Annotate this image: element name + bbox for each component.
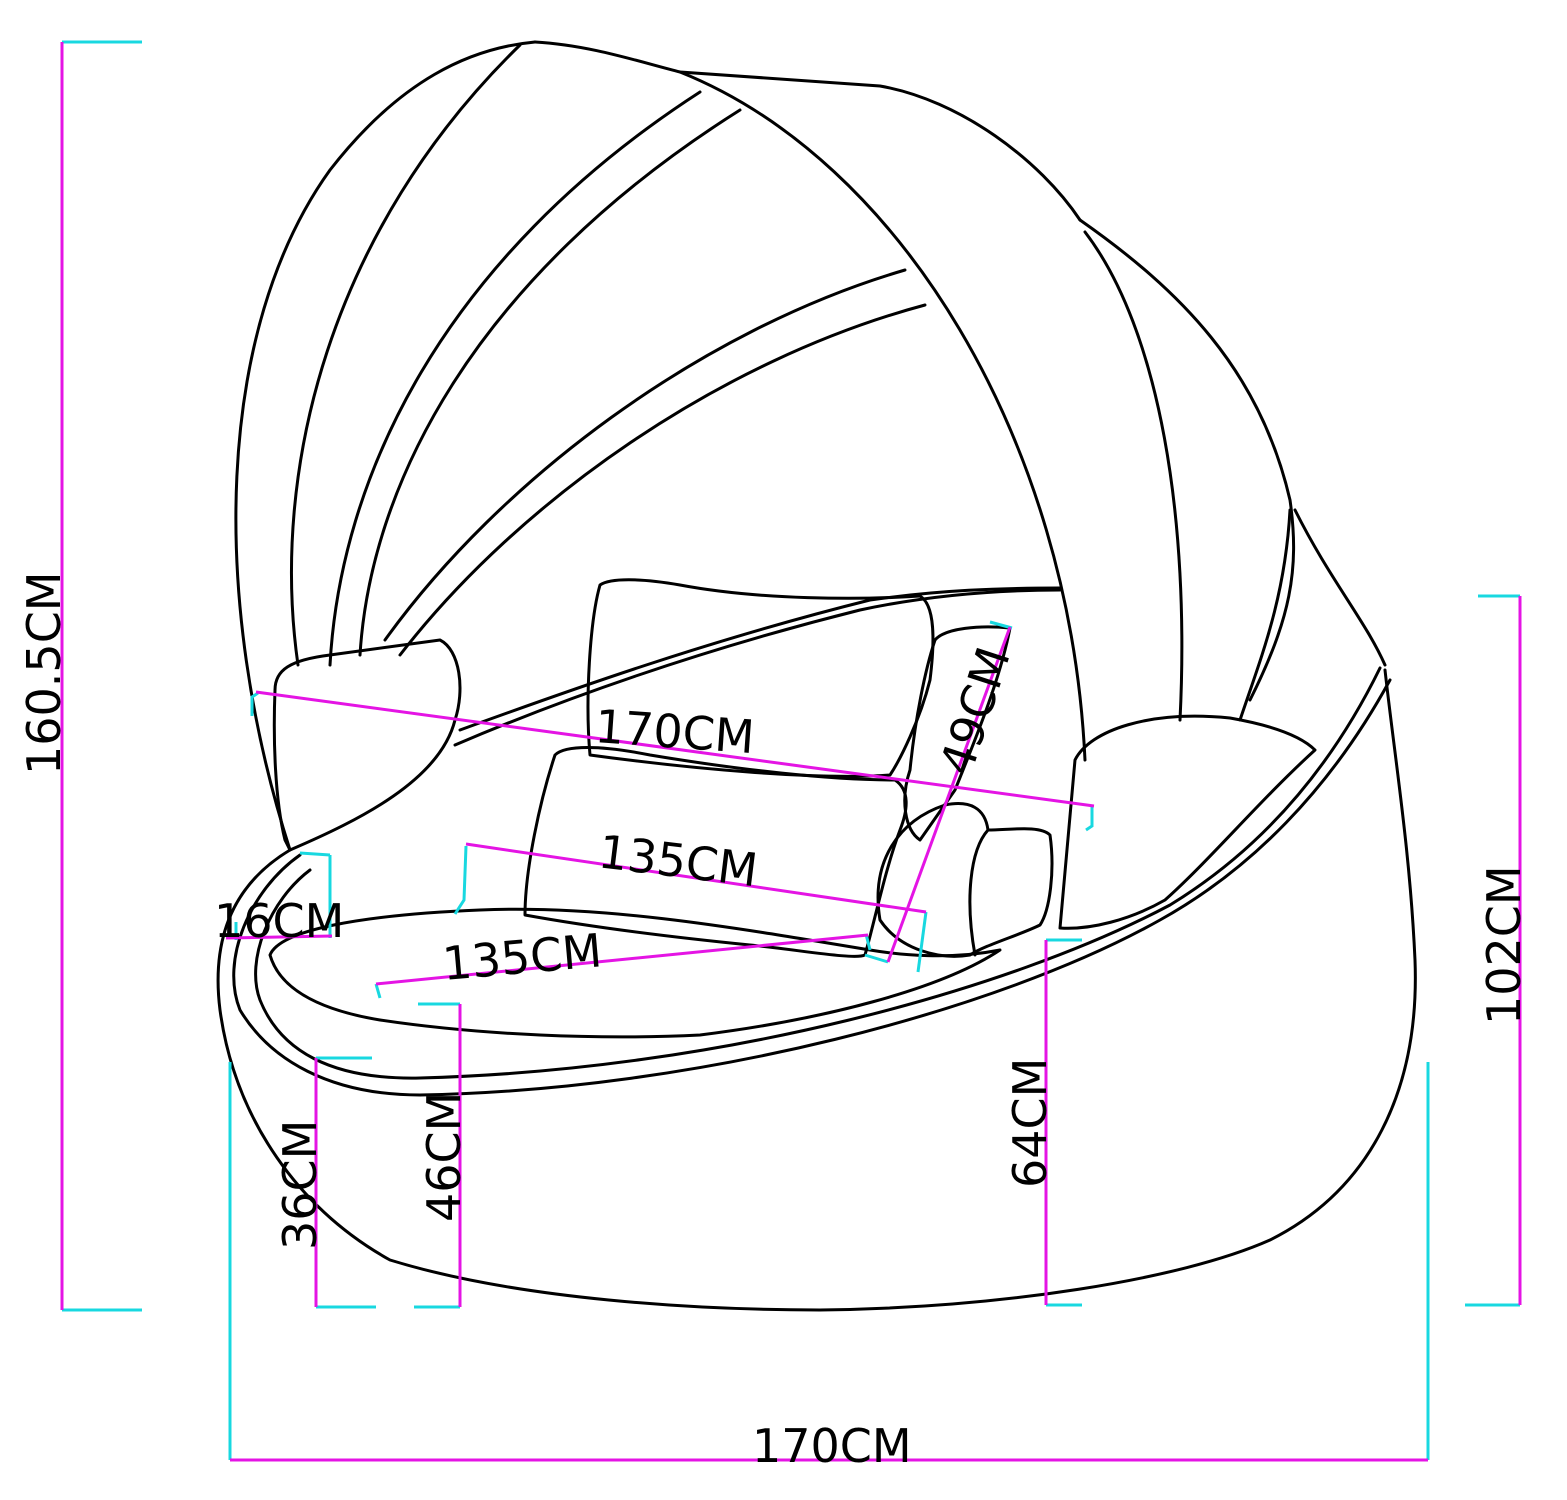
- canopy-top-edge: [533, 40, 1082, 222]
- total-height-label: 160.5CM: [17, 572, 71, 776]
- rim-thickness-label: 16CM: [214, 894, 344, 948]
- back-rail-inner: [458, 586, 1062, 732]
- basket-rim-outer: [232, 678, 1392, 1097]
- canopy-width-dim-line: [255, 690, 1095, 808]
- total-width-label: 170CM: [752, 1419, 912, 1473]
- back-cushion-ext-right: [916, 911, 928, 973]
- seat-mattress: [268, 907, 1002, 1039]
- side-depth-ext-top: [989, 620, 1013, 630]
- basket-rim-inner: [254, 666, 1382, 1080]
- dimension-rim-thickness: 16CM: [214, 851, 344, 948]
- rim-height-label: 64CM: [1003, 1058, 1057, 1188]
- dimension-total-width: 170CM: [228, 1062, 1430, 1473]
- canopy-panel-4: [383, 268, 907, 642]
- canopy-panel-3: [358, 108, 742, 657]
- rim-thickness-ext-right: [299, 851, 331, 857]
- seat-cushion-ext-right: [864, 933, 872, 951]
- dimension-seat-height-outer: 46CM: [414, 1002, 471, 1309]
- canopy-panel-1: [289, 43, 522, 667]
- seat-cushion-ext-left: [374, 983, 382, 999]
- canopy-side-shell: [1293, 508, 1387, 667]
- front-pillow: [523, 746, 908, 958]
- seat-cushion-dim-line: [375, 933, 869, 986]
- canopy-right-outer-shell: [1078, 218, 1296, 702]
- bolster-roll-end: [968, 828, 990, 957]
- dimension-rim-height: 64CM: [1003, 938, 1082, 1307]
- back-cushion-label: 135CM: [596, 824, 761, 897]
- right-bolster: [1058, 714, 1317, 930]
- canopy-outer-back-shell: [234, 40, 537, 852]
- back-rail: [453, 588, 1062, 747]
- dimension-body-height: 102CM: [1465, 594, 1531, 1307]
- canopy-width-tick-right: [1085, 805, 1094, 832]
- canopy-front-arch: [678, 70, 1087, 762]
- side-depth-ext-bottom: [864, 953, 889, 964]
- back-pillow: [586, 578, 935, 778]
- seat-cushion-label: 135CM: [440, 923, 604, 991]
- dimension-seat-cushion: 135CM: [374, 923, 872, 999]
- rim-thickness-dim-line: [225, 934, 333, 940]
- basket-body: [216, 668, 1417, 1312]
- dimension-canopy-width: 170CM: [250, 690, 1095, 832]
- canopy-inner-right-2: [1238, 508, 1292, 722]
- daybed-outline: [216, 40, 1417, 1312]
- seat-height-outer-label: 46CM: [417, 1092, 471, 1222]
- canopy-panel-5: [398, 303, 927, 657]
- left-hinge-block: [272, 638, 462, 852]
- canopy-panel-2: [328, 90, 702, 667]
- bolster-roll: [876, 802, 1054, 958]
- canopy-width-tick-left: [250, 691, 259, 716]
- back-cushion-ext-left: [453, 845, 468, 915]
- body-height-label: 102CM: [1477, 865, 1531, 1025]
- canopy-inner-right: [1083, 230, 1184, 722]
- dimension-annotations: 160.5CM 102CM 170CM 170CM 49: [17, 40, 1531, 1473]
- dimension-seat-height-inner: 36CM: [273, 1056, 376, 1309]
- side-pillow: [903, 625, 1012, 842]
- dimension-total-height: 160.5CM: [17, 40, 142, 1312]
- side-depth-label: 49CM: [929, 641, 1021, 782]
- canopy-width-label: 170CM: [593, 699, 756, 764]
- seat-height-inner-label: 36CM: [273, 1120, 327, 1250]
- back-cushion-dim-line: [465, 842, 927, 914]
- side-depth-dim-line: [886, 626, 1012, 963]
